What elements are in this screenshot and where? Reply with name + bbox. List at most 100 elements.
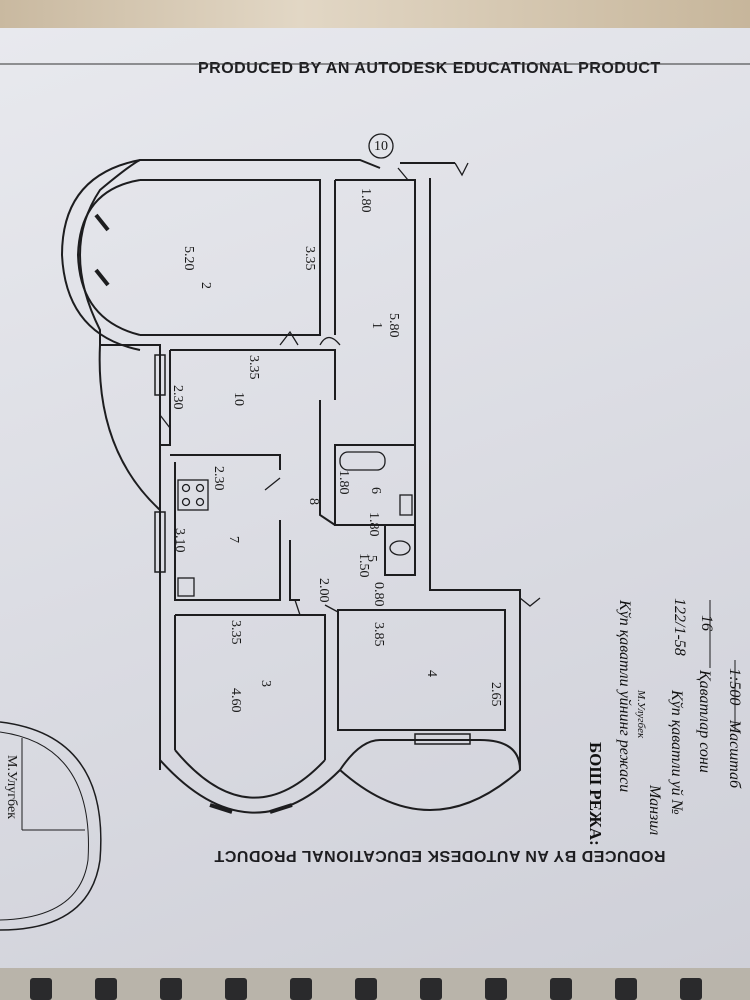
- address-label: Манзил: [646, 784, 663, 835]
- house-no-label: Кўп қаватли уй №: [668, 689, 685, 815]
- bay-window-1: [94, 213, 110, 232]
- doors: [159, 162, 541, 616]
- burner-4: [195, 497, 205, 507]
- binding-ring: [290, 978, 312, 1000]
- fixtures: [177, 451, 413, 597]
- room-number-6: 6: [368, 487, 383, 494]
- stamp-outer: [0, 721, 102, 931]
- bay-window-2: [94, 268, 110, 287]
- stove: [177, 479, 209, 511]
- room-number-3: 3: [258, 680, 273, 687]
- title-block: БОШ РЕЖА: Кўп қаватли уйнинг режаси М.Ул…: [586, 598, 743, 846]
- room-7-top: [170, 454, 281, 470]
- room-10-left: [160, 350, 171, 446]
- address-value: М.Улугбек: [635, 689, 647, 739]
- outer-wall-right: [429, 178, 521, 770]
- door-room-1: [319, 336, 341, 346]
- room-number-2: 2: [198, 282, 213, 289]
- room-numbers: 1 2 3 4 5 6 7 8 10: [198, 282, 439, 687]
- dim-r7-width: 3.10: [172, 528, 187, 553]
- room-3-bay-outer: [159, 759, 341, 814]
- room-2-bay-outer: [60, 159, 141, 351]
- dim-r4-length: 3.85: [371, 622, 386, 647]
- background-surface: [0, 0, 750, 30]
- room-number-4: 4: [424, 670, 439, 677]
- dim-wc-width: 0.80: [371, 582, 386, 607]
- binding-ring: [550, 978, 572, 1000]
- binding-ring: [30, 978, 52, 1000]
- door-room-7: [264, 477, 281, 491]
- binding-ring: [485, 978, 507, 1000]
- door-room-2: [279, 330, 299, 346]
- window-room-4: [414, 733, 471, 745]
- door-room-4: [324, 604, 339, 613]
- window-room-7: [154, 511, 166, 573]
- window-room-10: [154, 354, 166, 396]
- title-heading: БОШ РЕЖА:: [586, 742, 605, 846]
- dimension-labels: 5.20 3.35 5.80 1.80 3.35 2.30 1.80 1.80 …: [170, 188, 503, 713]
- dim-bath-width: 1.80: [366, 512, 381, 537]
- dim-r10-width: 2.30: [170, 385, 185, 410]
- stamp-label: М.Улугбек: [4, 755, 19, 819]
- entrance-door: [397, 167, 409, 181]
- room-number-8: 8: [306, 498, 321, 505]
- dim-r10-length: 3.35: [246, 355, 261, 380]
- binding-ring: [355, 978, 377, 1000]
- binding-ring: [420, 978, 442, 1000]
- entrance-break: [454, 162, 469, 177]
- dim-bath-length: 1.80: [336, 470, 351, 495]
- marker-label: 10: [374, 139, 388, 154]
- burner-1: [181, 483, 191, 493]
- scale-label: Масштаб: [726, 719, 743, 789]
- bay-window-4: [269, 803, 293, 814]
- loggia-curve: [98, 344, 161, 511]
- washbasin: [399, 494, 413, 516]
- room-number-1: 1: [369, 322, 384, 329]
- door-room-3: [294, 599, 301, 616]
- dim-r4-width: 2.65: [488, 682, 503, 707]
- room-4-loggia: [338, 739, 522, 811]
- dim-r2-width: 3.35: [302, 246, 317, 271]
- room-3-walls: [175, 614, 326, 760]
- walls: [60, 159, 522, 814]
- wall-break: [519, 597, 541, 607]
- marker-circle: [368, 133, 394, 159]
- floors-label: Қаватлар сони: [696, 669, 713, 773]
- toilet: [389, 540, 411, 556]
- hall-walls: [289, 540, 300, 601]
- room-7-walls: [174, 462, 281, 601]
- dim-r3-width: 4.60: [228, 688, 243, 713]
- room-10-top: [170, 349, 336, 400]
- dim-r7-length: 2.30: [211, 466, 226, 491]
- corridor-wall: [319, 400, 336, 526]
- bathtub: [339, 451, 386, 471]
- room-4-walls: [337, 609, 506, 731]
- dim-wc-length: 1.50: [356, 553, 371, 578]
- room-2-walls: [140, 179, 321, 336]
- room-number-10: 10: [231, 392, 246, 406]
- room-number-7: 7: [226, 536, 241, 543]
- binding-ring: [95, 978, 117, 1000]
- burner-2: [195, 483, 205, 493]
- dim-r1-length: 5.80: [386, 313, 401, 338]
- binding-ring: [160, 978, 182, 1000]
- windows: [94, 213, 471, 814]
- binding-ring: [615, 978, 637, 1000]
- room-2-bay-inner: [76, 179, 141, 336]
- house-no-value: 122/1-58: [671, 598, 688, 656]
- title-subtitle: Кўп қаватли уйнинг режаси: [616, 599, 633, 792]
- stamp-inner: [0, 731, 89, 921]
- dim-hall-width: 2.00: [316, 578, 331, 603]
- binding-ring: [225, 978, 247, 1000]
- bay-window-3: [209, 803, 233, 814]
- kitchen-sink: [177, 577, 195, 597]
- room-number-5: 5: [364, 555, 379, 562]
- wc-walls: [384, 524, 416, 576]
- floors-value: 16: [698, 615, 715, 631]
- binding-ring: [680, 978, 702, 1000]
- room-1-walls: [335, 179, 416, 446]
- dim-r3-length: 3.35: [228, 620, 243, 645]
- dim-r1-end: 1.80: [358, 188, 373, 213]
- dim-r2-length: 5.20: [181, 246, 196, 271]
